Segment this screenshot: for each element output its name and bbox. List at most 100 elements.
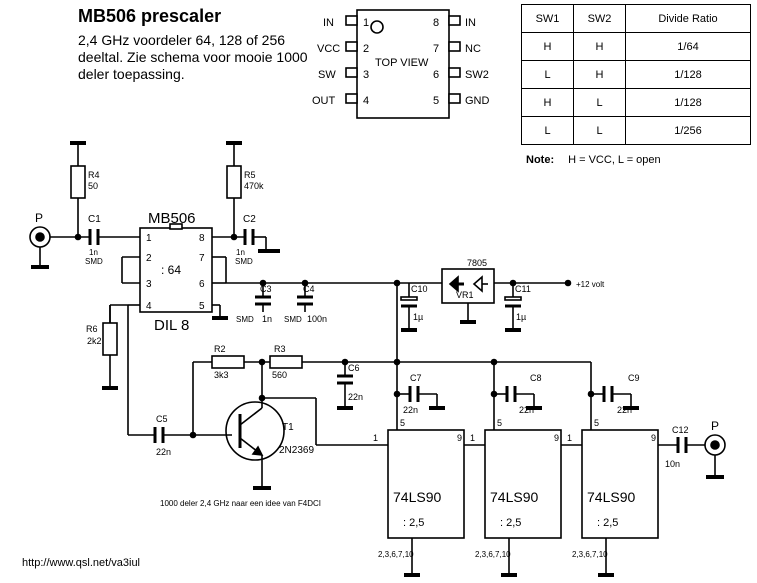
pinout-right-pin-name: IN xyxy=(465,17,476,29)
pinout-right-pin-num: 6 xyxy=(433,69,439,81)
C3-value: 1n xyxy=(262,314,272,324)
R4-resistor xyxy=(70,165,86,199)
pinout-pin-stubs xyxy=(345,15,461,104)
table-header-row: SW1 SW2 Divide Ratio xyxy=(521,4,751,33)
C3-pkg: SMD xyxy=(236,315,254,324)
R2-ref: R2 xyxy=(214,344,226,354)
counter-ratio: : 2,5 xyxy=(597,517,618,529)
R6-resistor xyxy=(102,322,118,356)
C8-ref: C8 xyxy=(530,373,542,383)
R3-ref: R3 xyxy=(274,344,286,354)
ic-pin-num: 5 xyxy=(199,301,205,312)
table-cell: H xyxy=(521,32,574,61)
ic-pin-num: 7 xyxy=(199,253,205,264)
ic-pin-num: 8 xyxy=(199,233,205,244)
ic-pin-num: 3 xyxy=(146,279,152,290)
pin1-marker-icon xyxy=(370,20,384,34)
note-text: H = VCC, L = open xyxy=(568,154,661,166)
ic-pin-num: 6 xyxy=(199,279,205,290)
C11-ref: C11 xyxy=(515,284,531,294)
C4-pkg: SMD xyxy=(284,315,302,324)
table-header-cell: SW1 xyxy=(521,4,574,33)
R3-resistor xyxy=(269,355,303,369)
C7-value: 22n xyxy=(403,405,418,415)
C5-value: 22n xyxy=(156,447,171,457)
counter-pin-in: 1 xyxy=(567,433,572,443)
pinout-left-pin-num: 3 xyxy=(363,69,369,81)
table-header-cell: Divide Ratio xyxy=(625,4,751,33)
output-port-label: P xyxy=(711,419,719,433)
page-title: MB506 prescaler xyxy=(78,6,222,26)
C10-ref: C10 xyxy=(411,284,428,294)
pinout-right-pin-name: GND xyxy=(465,95,490,107)
pinout-left-pin-name: SW xyxy=(318,69,336,81)
C9-value: 22n xyxy=(617,405,632,415)
C3-ref: C3 xyxy=(260,284,272,294)
ic-ratio: : 64 xyxy=(161,263,181,277)
counter-ratio: : 2,5 xyxy=(500,517,521,529)
pinout-right-pin-num: 8 xyxy=(433,17,439,29)
C1-value: 1n xyxy=(89,248,98,257)
C10-value: 1µ xyxy=(413,312,423,322)
R5-ref: R5 xyxy=(244,170,256,180)
C4-ref: C4 xyxy=(303,284,315,294)
pinout-right-pin-num: 5 xyxy=(433,95,439,107)
C5-ref: C5 xyxy=(156,414,168,424)
mb506-ic-body xyxy=(139,227,213,313)
C1-ref: C1 xyxy=(88,214,101,225)
pinout-package-outline xyxy=(356,9,450,119)
table-cell: 1/128 xyxy=(625,60,751,89)
C10-capacitor xyxy=(400,296,418,301)
counter-pin-vcc: 5 xyxy=(497,418,502,428)
pinout-left-pin-name: IN xyxy=(323,17,334,29)
table-cell: L xyxy=(573,116,626,145)
counter-gnd-pins: 2,3,6,7,10 xyxy=(378,550,414,559)
R2-value: 3k3 xyxy=(214,370,229,380)
footer-url: http://www.qsl.net/va3iul xyxy=(22,557,141,569)
pinout-left-pin-num: 1 xyxy=(363,17,369,29)
counter-gnd-pins: 2,3,6,7,10 xyxy=(475,550,511,559)
table-note: Note:H = VCC, L = open xyxy=(526,154,661,166)
page-description: 2,4 GHz voordeler 64, 128 of 256 deeltal… xyxy=(78,32,308,82)
C4-value: 100n xyxy=(307,314,327,324)
pinout-left-pin-name: OUT xyxy=(312,95,336,107)
counter-3-body xyxy=(581,429,659,539)
C12-ref: C12 xyxy=(672,425,689,435)
counter-pin-out: 9 xyxy=(457,433,462,443)
ic-name: MB506 xyxy=(148,210,196,227)
regulator-ref: VR1 xyxy=(456,290,474,300)
counter-pin-vcc: 5 xyxy=(594,418,599,428)
counter-name: 74LS90 xyxy=(490,489,538,505)
T1-transistor-icon xyxy=(225,401,285,461)
input-port-label: P xyxy=(35,211,43,225)
supply-label: +12 volt xyxy=(576,280,605,289)
counter-gnd-pins: 2,3,6,7,10 xyxy=(572,550,608,559)
pinout-view-label: TOP VIEW xyxy=(375,57,429,69)
C11-value: 1µ xyxy=(516,312,526,322)
ic-pin-num: 1 xyxy=(146,233,152,244)
R5-resistor xyxy=(226,165,242,199)
ic-package: DIL 8 xyxy=(154,317,189,334)
C9-ref: C9 xyxy=(628,373,640,383)
counter-2-body xyxy=(484,429,562,539)
table-row: L L 1/256 xyxy=(521,116,751,145)
pinout-right-pin-name: SW2 xyxy=(465,69,489,81)
C11-capacitor xyxy=(504,296,522,301)
C6-value: 22n xyxy=(348,392,363,402)
pinout-right-pin-num: 7 xyxy=(433,43,439,55)
counter-name: 74LS90 xyxy=(393,489,441,505)
pinout-right-pin-name: NC xyxy=(465,43,481,55)
C2-pkg: SMD xyxy=(235,257,253,266)
C8-value: 22n xyxy=(519,405,534,415)
C2-value: 1n xyxy=(236,248,245,257)
counter-pin-in: 1 xyxy=(373,433,378,443)
counter-pin-out: 9 xyxy=(554,433,559,443)
C12-value: 10n xyxy=(665,459,680,469)
R4-value: 50 xyxy=(88,181,98,191)
pinout-left-pin-num: 2 xyxy=(363,43,369,55)
counter-pin-out: 9 xyxy=(651,433,656,443)
counter-pin-in: 1 xyxy=(470,433,475,443)
table-cell: H xyxy=(573,60,626,89)
regulator-part: 7805 xyxy=(467,258,487,268)
